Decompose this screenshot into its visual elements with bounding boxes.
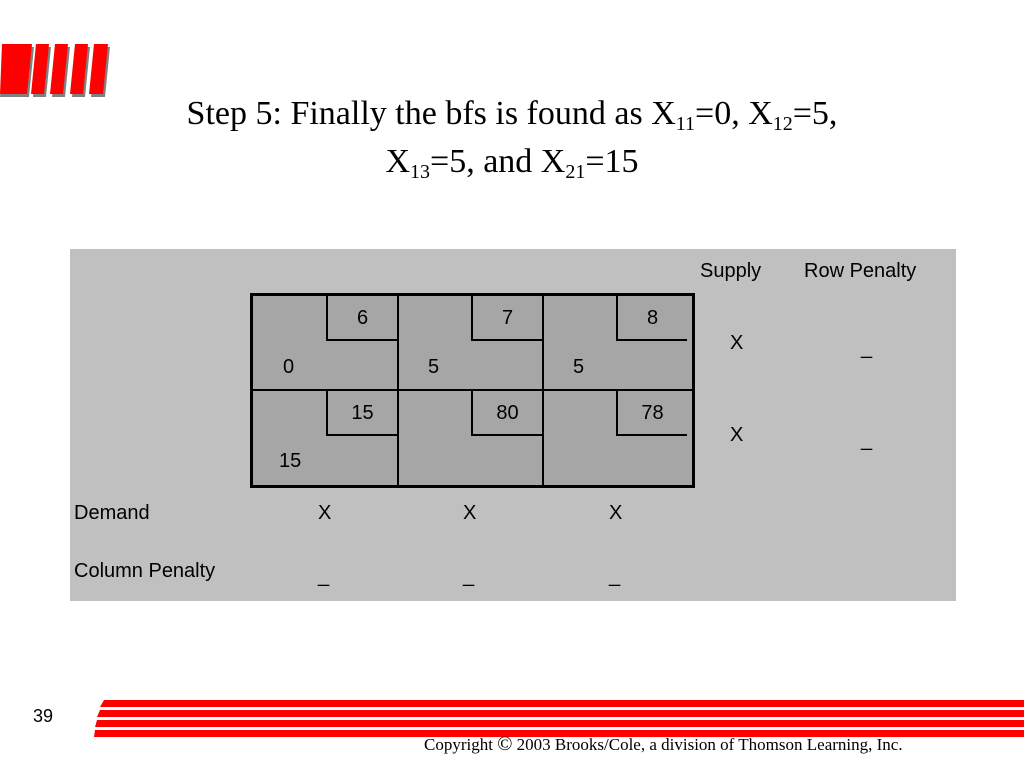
title-line-2: X13=5, and X21=15: [0, 138, 1024, 186]
subscript-13: 13: [410, 161, 431, 183]
title-text: =5,: [792, 95, 838, 132]
title-text: =15: [585, 143, 639, 180]
title-text: Step 5: Finally the bfs is found as X: [186, 95, 676, 132]
allocation-r2c1: 15: [279, 450, 302, 472]
transportation-table: Supply Row Penalty 6 7 8 0 5 5 15 80 78 …: [70, 249, 956, 601]
column-penalty-col1: _: [318, 565, 330, 587]
page-number: 39: [33, 706, 54, 726]
supply-row2: X: [730, 424, 744, 446]
logo-bars: [0, 44, 110, 97]
allocation-r1c1: 0: [283, 356, 295, 378]
copyright-notice: Copyright © 2003 Brooks/Cole, a division…: [424, 733, 903, 756]
subscript-12: 12: [772, 113, 793, 135]
row-penalty-row1: _: [861, 337, 873, 359]
cost-cell-r2c2: 80: [471, 391, 542, 436]
allocation-r1c3: 5: [573, 356, 585, 378]
cost-grid: 6 7 8 0 5 5 15 80 78 15: [250, 293, 695, 488]
demand-col3: X: [609, 502, 623, 524]
cost-cell-r1c2: 7: [471, 296, 542, 341]
title-line-1: Step 5: Finally the bfs is found as X11=…: [0, 90, 1024, 138]
copyright-prefix: Copyright: [424, 735, 493, 754]
supply-header: Supply: [700, 260, 762, 282]
column-penalty-label: Column Penalty: [74, 560, 216, 582]
cost-cell-r2c3: 78: [616, 391, 687, 436]
column-penalty-col3: _: [609, 565, 621, 587]
allocation-r1c2: 5: [428, 356, 440, 378]
footer-stripes: [94, 700, 1024, 737]
supply-row1: X: [730, 332, 744, 354]
title-text: =5, and X: [430, 143, 566, 180]
grid-divider: [253, 389, 692, 391]
copyright-symbol: ©: [497, 733, 513, 755]
title-text: X: [385, 143, 411, 180]
cost-cell-r1c3: 8: [616, 296, 687, 341]
row-penalty-row2: _: [861, 429, 873, 451]
cost-cell-r2c1: 15: [326, 391, 397, 436]
subscript-11: 11: [675, 113, 696, 135]
cost-cell-r1c1: 6: [326, 296, 397, 341]
copyright-text: 2003 Brooks/Cole, a division of Thomson …: [516, 735, 903, 754]
row-penalty-header: Row Penalty: [804, 260, 917, 282]
demand-label: Demand: [74, 502, 150, 524]
slide-title: Step 5: Finally the bfs is found as X11=…: [0, 90, 1024, 186]
demand-col2: X: [463, 502, 477, 524]
subscript-21: 21: [565, 161, 586, 183]
column-penalty-col2: _: [463, 565, 475, 587]
demand-col1: X: [318, 502, 332, 524]
title-text: =0, X: [695, 95, 773, 132]
